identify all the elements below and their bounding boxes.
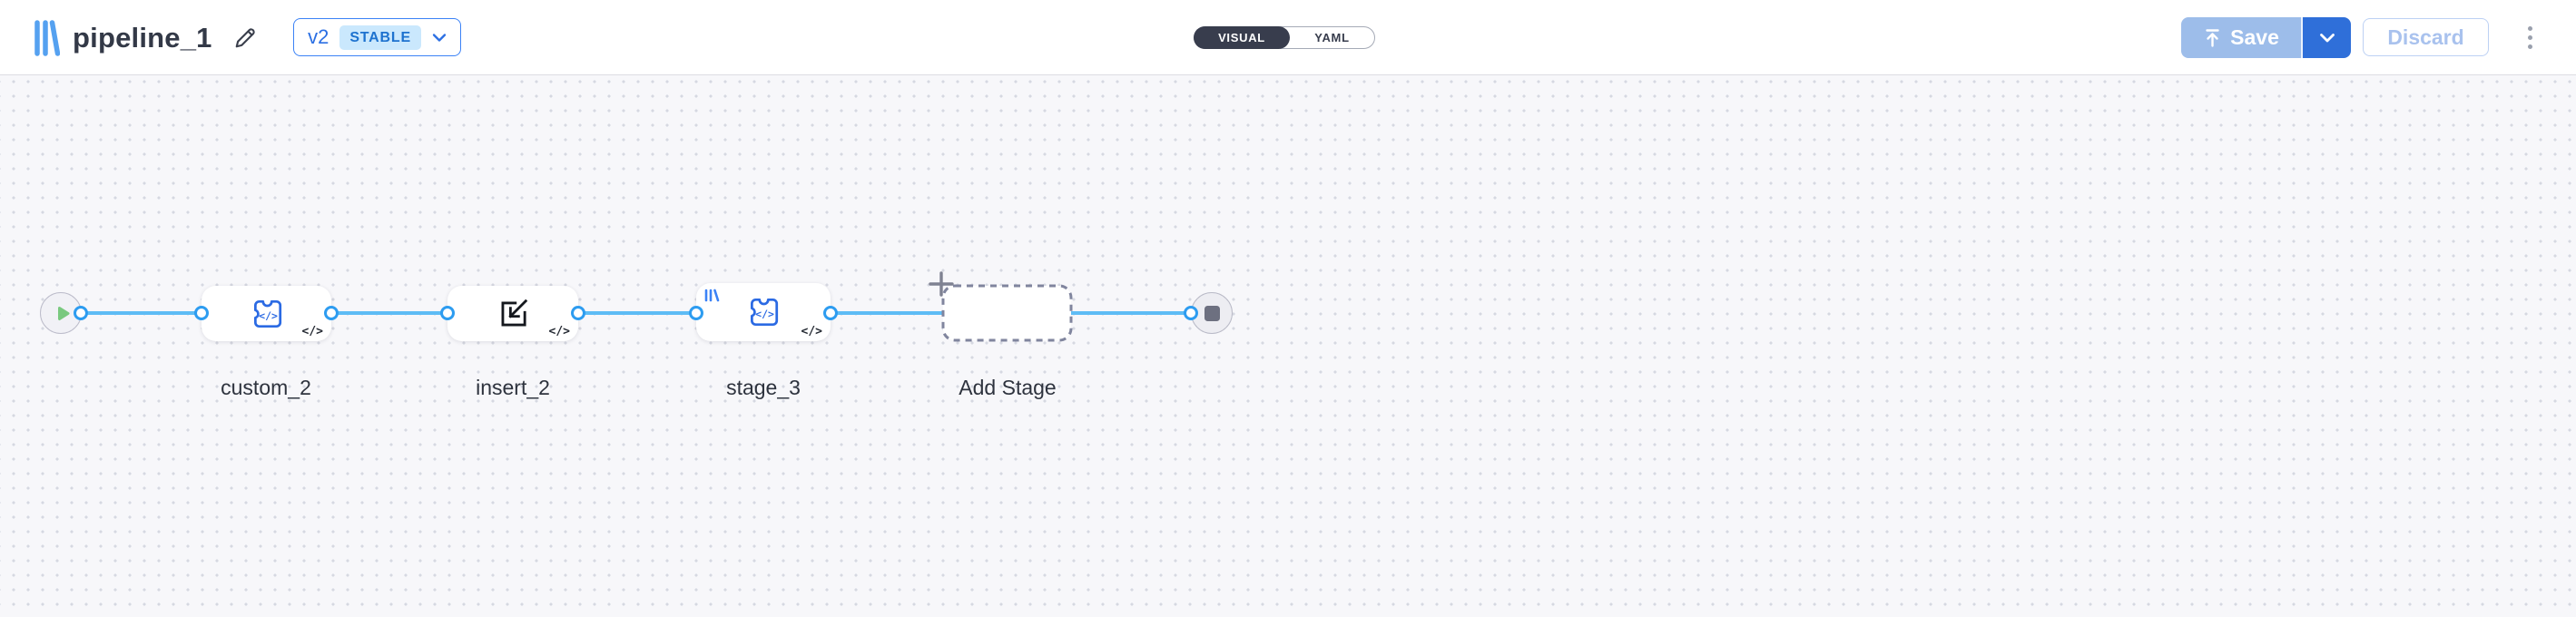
page-title: pipeline_1 [73, 21, 212, 54]
svg-text:</>: </> [755, 308, 774, 320]
puzzle-code-icon: </> [751, 298, 779, 327]
version-status-badge: STABLE [339, 24, 421, 50]
stage-node-custom_2[interactable]: </> </> [202, 286, 331, 341]
discard-button[interactable]: Discard [2363, 18, 2489, 56]
tab-yaml[interactable]: YAML [1314, 31, 1350, 44]
version-label: v2 [308, 25, 329, 48]
more-options-button[interactable] [2511, 18, 2549, 56]
port-stage_3-out[interactable] [823, 306, 838, 320]
port-custom_2-in[interactable] [194, 306, 209, 320]
stage-label: insert_2 [476, 376, 550, 399]
pipeline-start-node[interactable] [40, 292, 82, 334]
stage-label: stage_3 [726, 376, 801, 399]
stage-node-insert_2[interactable]: </> [447, 286, 578, 341]
plus-icon [929, 271, 954, 297]
port-stage_3-in[interactable] [689, 306, 703, 320]
discard-button-label: Discard [2387, 24, 2464, 49]
version-selector[interactable]: v2 STABLE [293, 18, 461, 56]
pencil-icon [235, 28, 255, 48]
import-icon [501, 299, 528, 327]
edit-title-button[interactable] [229, 22, 261, 54]
svg-text:</>: </> [259, 308, 278, 321]
view-mode-toggle: VISUAL YAML [1194, 26, 1375, 49]
port-insert_2-out[interactable] [571, 306, 585, 320]
code-badge: </> [301, 325, 323, 338]
save-button[interactable]: Save [2181, 17, 2301, 58]
kebab-dot [2527, 44, 2532, 49]
stage-label: custom_2 [221, 376, 311, 399]
code-badge: </> [801, 325, 822, 338]
header-bar: pipeline_1 v2 STABLE VISUAL YAML [0, 0, 2576, 75]
chevron-down-icon [432, 33, 447, 42]
port-insert_2-in[interactable] [440, 306, 455, 320]
port-custom_2-out[interactable] [324, 306, 339, 320]
add-stage-button[interactable] [929, 271, 1073, 342]
brand-logo-icon [34, 20, 60, 56]
puzzle-code-icon: </> [253, 299, 281, 328]
save-split-button: Save [2181, 17, 2351, 58]
port-start-out[interactable] [74, 306, 88, 320]
port-end-in[interactable] [1184, 306, 1198, 320]
add-stage-label: Add Stage [959, 376, 1057, 399]
save-options-button[interactable] [2301, 17, 2351, 58]
pipeline-connection-line [73, 311, 1200, 315]
dashed-border [941, 284, 1073, 342]
kebab-dot [2527, 25, 2532, 31]
chevron-down-icon [2319, 33, 2335, 42]
kebab-dot [2527, 34, 2532, 40]
code-badge: </> [548, 325, 570, 338]
brand-logo-mini-icon [704, 289, 720, 302]
upload-icon [2206, 28, 2219, 47]
stop-icon [1204, 305, 1220, 321]
stage-node-stage_3[interactable]: </> </> [696, 283, 831, 341]
play-icon [57, 306, 69, 320]
pipeline-canvas[interactable]: </> </> </> </> [0, 76, 2576, 617]
save-button-label: Save [2230, 25, 2279, 49]
tab-visual[interactable]: VISUAL [1194, 26, 1290, 49]
pipeline-end-node[interactable] [1191, 292, 1233, 334]
